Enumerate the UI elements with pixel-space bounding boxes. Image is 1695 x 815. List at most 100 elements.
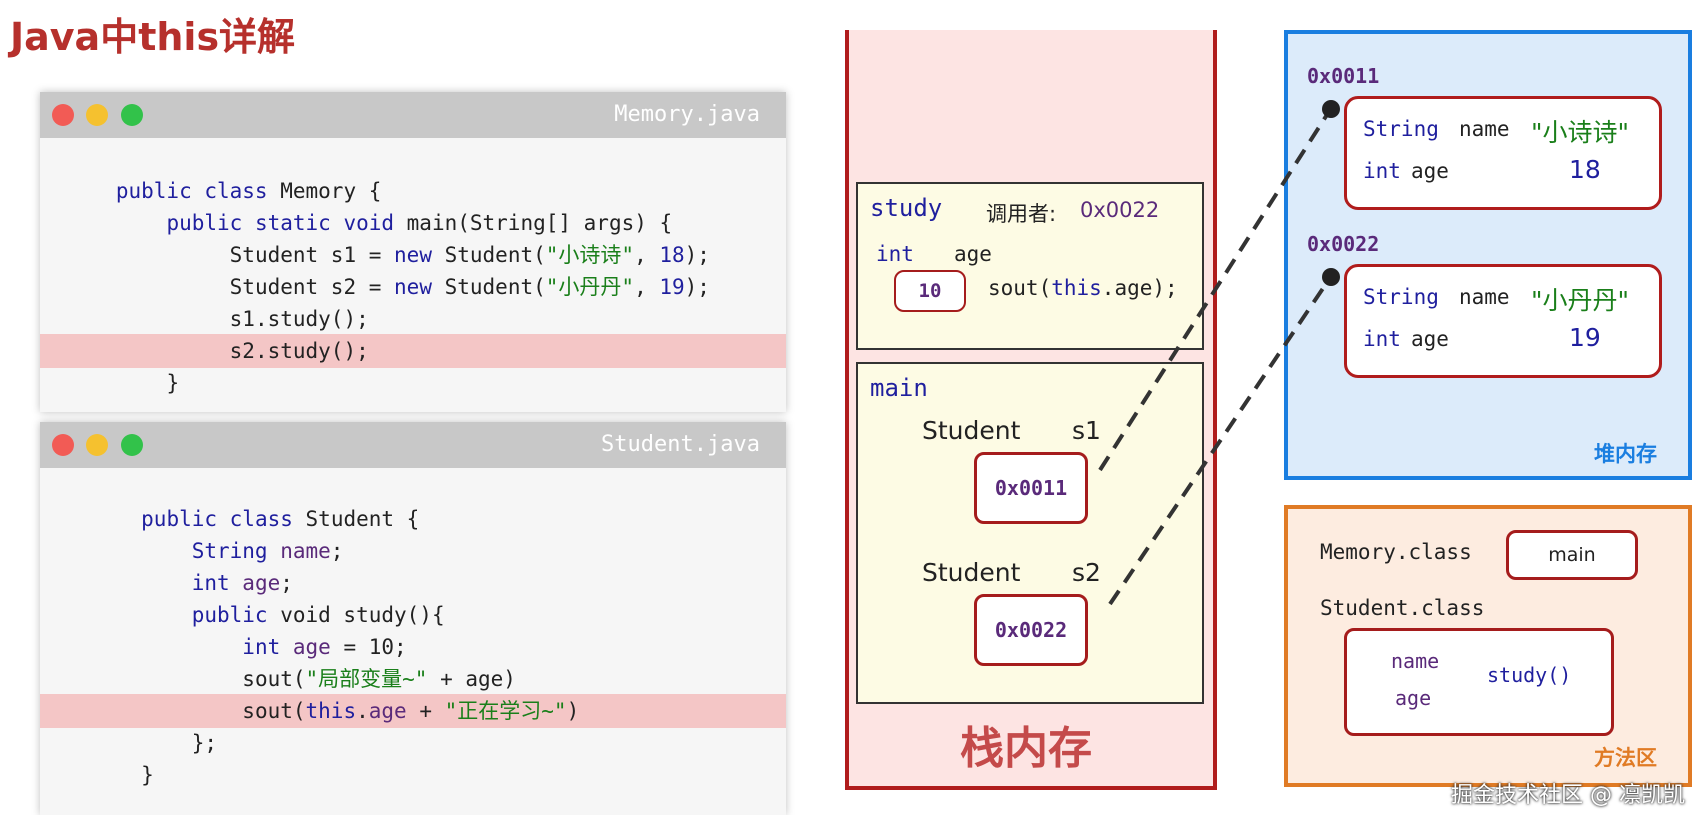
code-token: ); <box>684 243 710 267</box>
code-token: age <box>280 635 331 659</box>
minimize-dot-icon[interactable] <box>86 104 108 126</box>
statement-suffix: .age); <box>1101 276 1178 300</box>
code-token: int <box>242 635 281 659</box>
code-token: 18 <box>659 243 685 267</box>
code-token: age <box>229 571 281 595</box>
student-class-label: Student.class <box>1320 596 1485 620</box>
code-line: public void study(){ <box>40 598 786 632</box>
code-token: public static void <box>166 211 407 235</box>
code-token: , <box>634 243 660 267</box>
code-token: , <box>634 275 660 299</box>
code-line: Student s2 = new Student("小丹丹", 19); <box>40 270 786 304</box>
memory-main-method-box: main <box>1506 530 1638 580</box>
study-frame: study 调用者: 0x0022 int age 10 sout(this.a… <box>856 182 1204 350</box>
code-token: sout( <box>242 667 306 691</box>
code-token: Student( <box>444 275 546 299</box>
frame-name: study <box>870 194 943 222</box>
code-token: s1.study(); <box>229 307 369 331</box>
close-dot-icon[interactable] <box>52 104 74 126</box>
code-line: String name; <box>40 534 786 568</box>
code-token: public class <box>141 507 306 531</box>
code-token: Student s1 = <box>229 243 395 267</box>
field1-type: String <box>1363 117 1439 141</box>
s1-arrowhead-icon <box>1322 100 1340 118</box>
code-line: public static void main(String[] args) { <box>40 206 786 240</box>
code-token: ) <box>566 699 580 723</box>
maximize-dot-icon[interactable] <box>121 434 143 456</box>
statement-this: this <box>1051 276 1102 300</box>
code-line: s2.study(); <box>40 334 786 368</box>
student-code-window: Student.java public class Student { Stri… <box>40 422 786 815</box>
code-token: 19 <box>659 275 685 299</box>
frame-name: main <box>870 374 928 402</box>
s2-reference-arrow <box>1108 276 1332 606</box>
field1-name: name <box>1459 117 1510 141</box>
s2-arrowhead-icon <box>1322 268 1340 286</box>
code-token: public <box>191 603 268 627</box>
code-token: sout( <box>242 699 306 723</box>
code-token: String <box>191 539 268 563</box>
code-token: . <box>356 699 369 723</box>
var2-value-box: 0x0022 <box>974 594 1088 666</box>
code-block: public class Memory { public static void… <box>40 138 786 412</box>
code-token: age <box>368 699 407 723</box>
code-token: ; <box>280 571 293 595</box>
student-field: name <box>1391 649 1440 673</box>
code-line: } <box>40 758 786 792</box>
caller-label: 调用者: <box>986 202 1057 226</box>
code-token: main(String[] args) { <box>406 211 673 235</box>
code-token: ; <box>330 539 344 563</box>
object-address: 0x0011 <box>1307 64 1380 88</box>
code-token: new <box>394 275 445 299</box>
code-line: Student s1 = new Student("小诗诗", 18); <box>40 238 786 272</box>
var-value-box: 10 <box>894 270 966 312</box>
method-area-label: 方法区 <box>1594 746 1657 770</box>
code-token: this <box>305 699 357 723</box>
code-token: Student s2 = <box>229 275 395 299</box>
code-token: name <box>267 539 331 563</box>
field2-value: 19 <box>1569 323 1601 352</box>
code-token: "正在学习~" <box>444 699 567 723</box>
field1-type: String <box>1363 285 1439 309</box>
var1-value-box: 0x0011 <box>974 452 1088 524</box>
code-token: } <box>166 371 180 395</box>
window-titlebar: Student.java <box>40 422 786 468</box>
window-filename: Memory.java <box>614 102 760 127</box>
code-line: sout("局部变量~" + age) <box>40 662 786 696</box>
field2-name: age <box>1411 327 1449 351</box>
memory-class-label: Memory.class <box>1320 540 1472 564</box>
code-token: Student( <box>444 243 546 267</box>
code-token: Memory { <box>280 179 382 203</box>
heap-object: String name "小诗诗" int age 18 <box>1344 96 1662 210</box>
window-titlebar: Memory.java <box>40 92 786 138</box>
field2-type: int <box>1363 327 1401 351</box>
field1-value: "小诗诗" <box>1531 118 1629 147</box>
var-name: age <box>954 242 992 266</box>
var-type: int <box>876 242 914 266</box>
close-dot-icon[interactable] <box>52 434 74 456</box>
code-token: }; <box>191 731 218 755</box>
minimize-dot-icon[interactable] <box>86 434 108 456</box>
main-frame: main Student s1 0x0011 Student s2 0x0022 <box>856 362 1204 704</box>
caller-value: 0x0022 <box>1080 198 1160 222</box>
statement: sout(this.age); <box>988 276 1178 300</box>
field2-value: 18 <box>1569 155 1601 184</box>
code-token: + <box>406 699 445 723</box>
code-line: public class Student { <box>40 502 786 536</box>
code-token: void study(){ <box>267 603 445 627</box>
student-method: study() <box>1487 663 1572 687</box>
var1-type: Student <box>922 416 1021 445</box>
memory-code-window: Memory.java public class Memory { public… <box>40 92 786 412</box>
code-line: }; <box>40 726 786 760</box>
code-token: int <box>191 571 230 595</box>
heap-object: String name "小丹丹" int age 19 <box>1344 264 1662 378</box>
heap-label: 堆内存 <box>1594 442 1657 466</box>
code-token: "小丹丹" <box>545 275 635 299</box>
maximize-dot-icon[interactable] <box>121 104 143 126</box>
code-token: + age) <box>427 667 516 691</box>
field2-type: int <box>1363 159 1401 183</box>
var1-name: s1 <box>1072 416 1101 445</box>
code-line: int age; <box>40 566 786 600</box>
code-token: new <box>394 243 445 267</box>
